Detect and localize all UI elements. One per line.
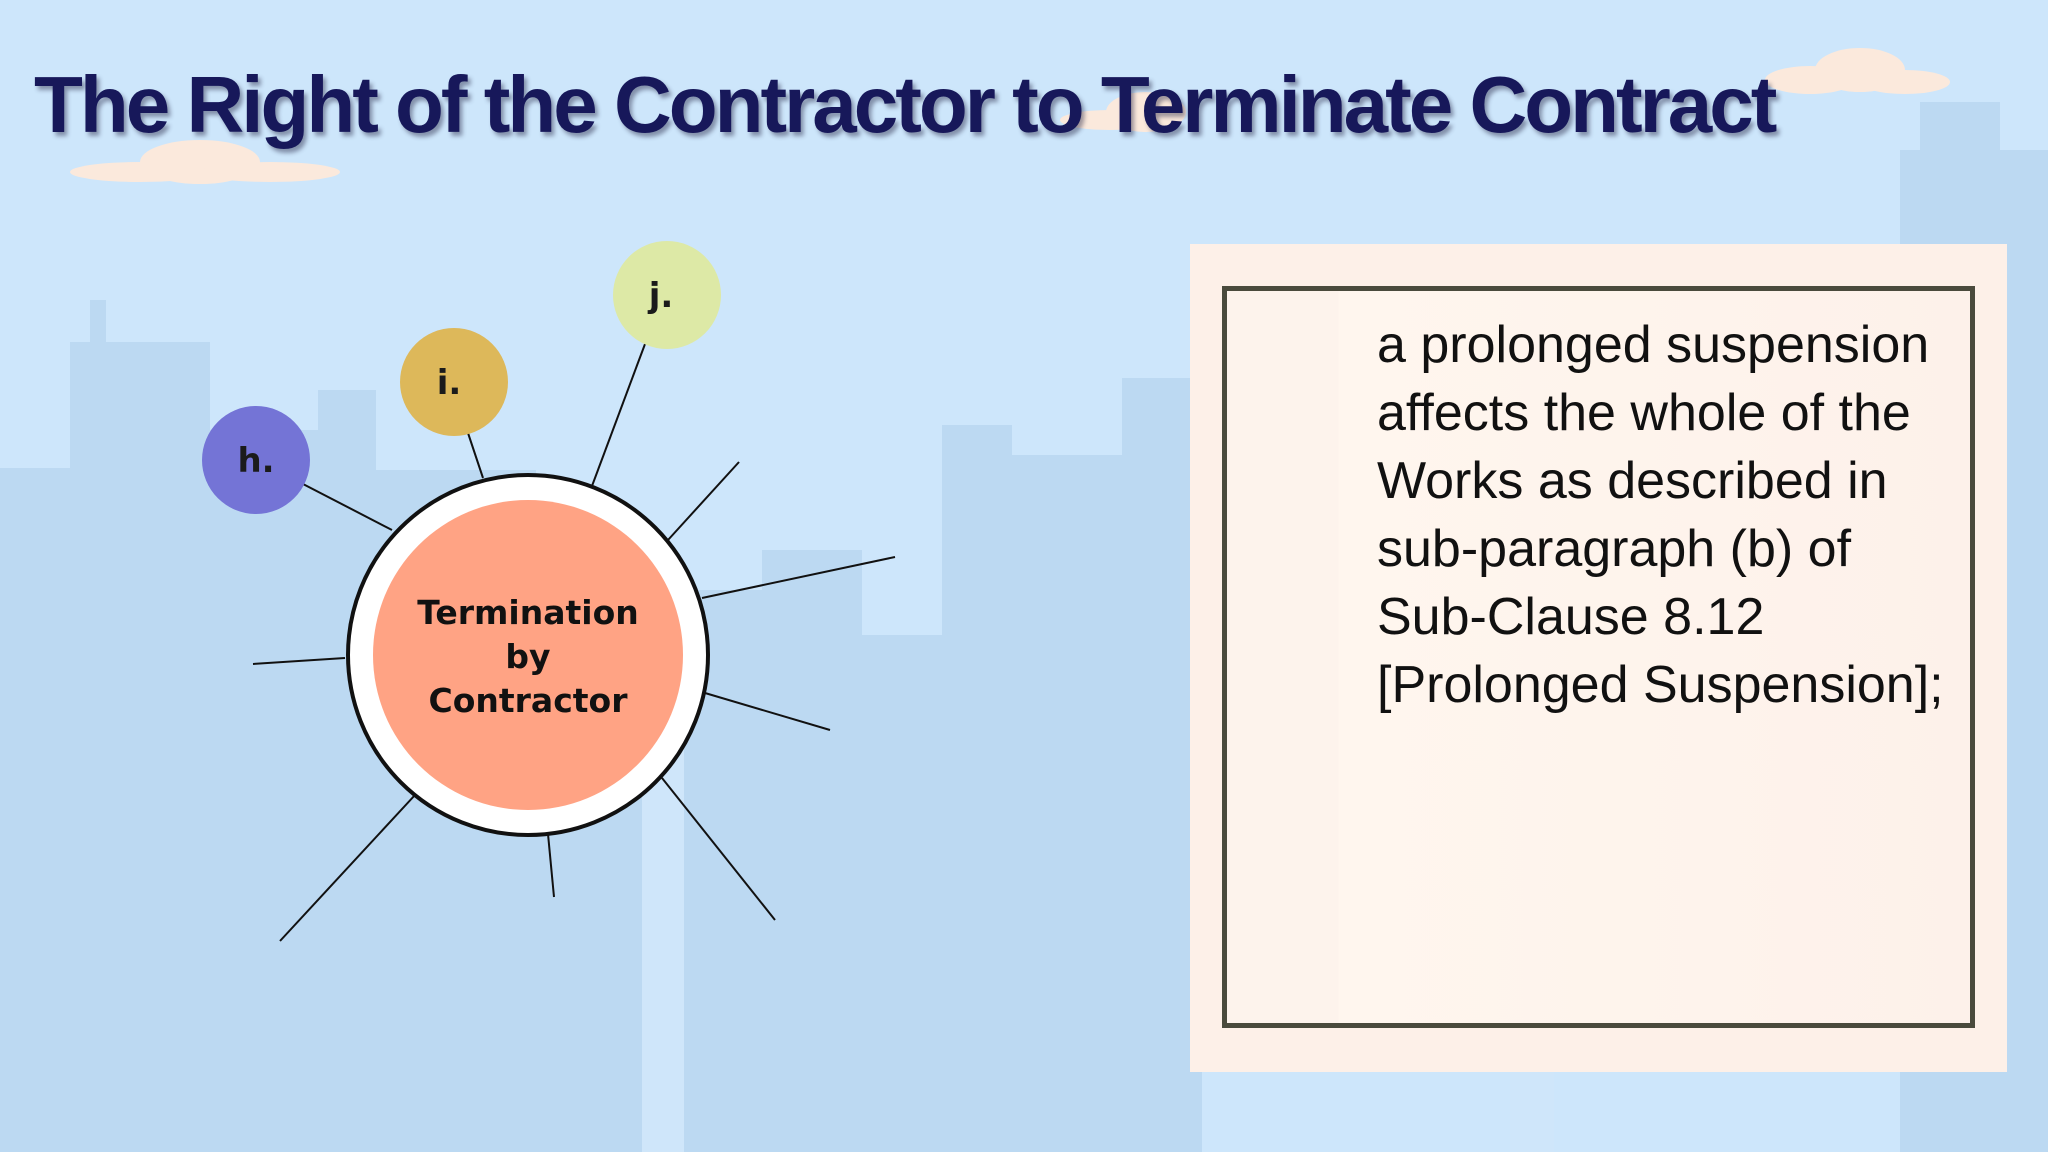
center-label-line-3: Contractor	[429, 681, 629, 720]
node-j-label: j.	[647, 276, 674, 316]
connector-i	[467, 432, 484, 479]
spoke-line	[252, 657, 346, 665]
spoke-line	[704, 692, 831, 731]
connector-lines	[252, 343, 896, 942]
description-frame: a prolonged suspension affects the whole…	[1222, 286, 1975, 1028]
node-h-circle	[202, 406, 310, 514]
node-h-label: h.	[237, 441, 274, 481]
spoke-line	[667, 461, 740, 541]
center-label-line-1: Termination	[417, 593, 639, 632]
center-label-line-2: by	[505, 637, 550, 676]
node-i[interactable]: i.	[400, 328, 508, 436]
node-j-circle	[613, 241, 721, 349]
connector-j	[591, 343, 646, 487]
description-panel: a prolonged suspension affects the whole…	[1190, 244, 2007, 1072]
spoke-line	[701, 556, 896, 599]
center-circle	[373, 500, 683, 810]
node-i-circle	[400, 328, 508, 436]
node-j[interactable]: j.	[613, 241, 721, 349]
node-h[interactable]: h.	[202, 406, 310, 514]
center-node: Termination by Contractor	[346, 473, 710, 837]
description-text: a prolonged suspension affects the whole…	[1377, 316, 1944, 714]
connector-h	[302, 483, 393, 531]
slide-title: The Right of the Contractor to Terminate…	[34, 60, 1777, 149]
node-i-label: i.	[437, 363, 462, 403]
spoke-line	[547, 833, 555, 898]
spoke-line	[279, 794, 416, 942]
spoke-line	[661, 777, 776, 921]
